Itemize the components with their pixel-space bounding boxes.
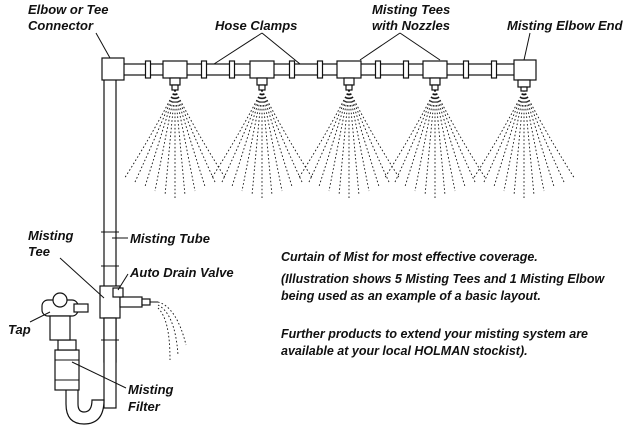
note-curtain-of-mist: Curtain of Mist for most effective cover…: [281, 250, 538, 264]
leader-misting-tee: [59, 257, 105, 299]
hose-clamps-group: [144, 60, 498, 79]
drain-water: [157, 304, 179, 356]
leader-misting-filter: [71, 361, 127, 389]
leader-misting-tees: [359, 32, 401, 61]
leader-elbow-end: [523, 32, 531, 61]
hose-clamp: [144, 60, 152, 79]
note-illustration: (Illustration shows 5 Misting Tees and 1…: [281, 272, 605, 303]
lower-tube: [103, 317, 117, 409]
misting-tee-nozzle: [162, 60, 188, 91]
spray-cone: [211, 89, 313, 200]
label-misting-elbow-end: Misting Elbow End: [507, 18, 624, 33]
label-tap: Tap: [8, 322, 31, 337]
tube-loop: [65, 387, 105, 425]
elbow-connector: [101, 57, 125, 81]
spray-cone: [473, 89, 575, 200]
leader-hose-clamps: [261, 32, 301, 65]
misting-elbow-end: [513, 59, 537, 92]
label-misting-tee: Misting Tee: [28, 228, 77, 259]
auto-drain-valve: [112, 287, 124, 298]
misting-tee-nozzle: [422, 60, 448, 91]
label-misting-tees: Misting Tees with Nozzles: [372, 2, 454, 33]
note-further-products: Further products to extend your misting …: [281, 327, 589, 358]
leader-auto-drain-valve: [117, 273, 129, 291]
misting-tee-nozzle: [336, 60, 362, 91]
hose-clamp: [402, 60, 410, 79]
misting-filter: [54, 339, 80, 391]
drain-water: [157, 307, 171, 361]
label-misting-tube: Misting Tube: [130, 231, 210, 246]
spray-cone: [124, 89, 226, 200]
tap: [41, 292, 89, 341]
lower-misting-tee: [99, 285, 158, 319]
misting-tee-nozzle: [249, 60, 275, 91]
leader-hose-clamps: [213, 32, 263, 65]
label-auto-drain-valve: Auto Drain Valve: [129, 265, 234, 280]
hose-clamp: [200, 60, 208, 79]
label-elbow-connector: Elbow or Tee Connector: [28, 2, 112, 33]
hose-clamp: [374, 60, 382, 79]
leader-tap: [29, 311, 51, 323]
label-misting-filter: Misting Filter: [128, 382, 177, 414]
hose-clamp: [288, 60, 296, 79]
leader-elbow: [95, 32, 111, 59]
leader-misting-tees: [399, 32, 441, 61]
hose-clamp: [316, 60, 324, 79]
mist-spray-cones: [124, 89, 575, 200]
misting-tees-group: [162, 60, 448, 91]
label-hose-clamps: Hose Clamps: [215, 18, 297, 33]
spray-cone: [384, 89, 486, 200]
hose-clamp: [228, 60, 236, 79]
hose-clamp: [462, 60, 470, 79]
spray-cone: [298, 89, 400, 200]
hose-clamp: [490, 60, 498, 79]
